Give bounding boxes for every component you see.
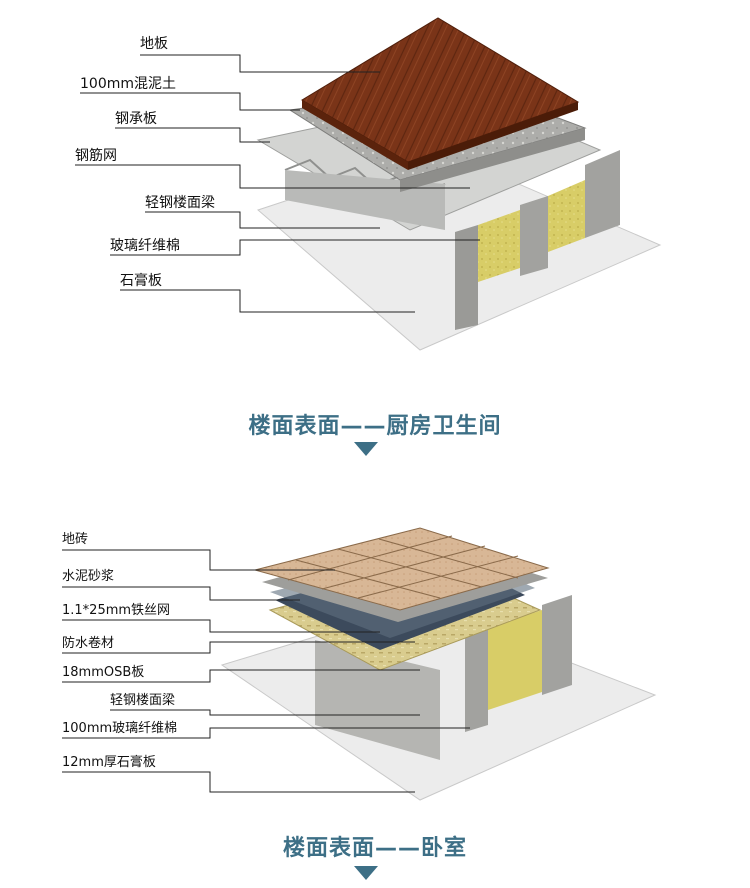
caption-kitchen-bathroom: 楼面表面——厨房卫生间 bbox=[248, 414, 502, 439]
floor-layers-illustration-2 bbox=[62, 527, 657, 801]
label-glass-wool-2: 100mm玻璃纤维棉 bbox=[62, 721, 178, 736]
label-gypsum-board-2: 12mm厚石膏板 bbox=[62, 755, 156, 770]
label-cement-mortar: 水泥砂浆 bbox=[62, 569, 115, 584]
label-wire-mesh: 1.1*25mm铁丝网 bbox=[62, 603, 171, 618]
label-waterproof-membrane: 防水卷材 bbox=[62, 636, 115, 651]
label-wood-floor: 地板 bbox=[140, 36, 168, 52]
label-rebar-mesh: 钢筋网 bbox=[75, 148, 117, 164]
glass-wool-shape-2 bbox=[488, 610, 542, 710]
label-steel-deck: 钢承板 bbox=[115, 111, 157, 127]
floor-diagram-bedroom: 地砖 水泥砂浆 1.1*25mm铁丝网 防水卷材 18mmOSB板 轻钢楼面梁 … bbox=[0, 470, 750, 820]
label-concrete: 100mm混泥土 bbox=[80, 76, 176, 92]
label-glass-wool: 玻璃纤维棉 bbox=[110, 238, 180, 254]
down-arrow-icon bbox=[354, 866, 378, 880]
label-osb-board: 18mmOSB板 bbox=[62, 665, 145, 680]
floor-diagram-kitchen-bathroom: 地板 100mm混泥土 钢承板 钢筋网 轻钢楼面梁 玻璃纤维棉 石膏板 bbox=[0, 0, 750, 390]
glass-wool-shape bbox=[478, 210, 520, 282]
down-arrow-icon bbox=[354, 442, 378, 456]
label-light-steel-beam: 轻钢楼面梁 bbox=[145, 195, 215, 211]
caption-bedroom: 楼面表面——卧室 bbox=[282, 836, 467, 861]
floor-layers-illustration-1 bbox=[75, 17, 662, 351]
steel-beam-shape bbox=[455, 225, 478, 330]
label-floor-tile: 地砖 bbox=[62, 532, 89, 547]
label-gypsum-board: 石膏板 bbox=[120, 273, 162, 289]
label-light-steel-beam-2: 轻钢楼面梁 bbox=[110, 693, 176, 708]
